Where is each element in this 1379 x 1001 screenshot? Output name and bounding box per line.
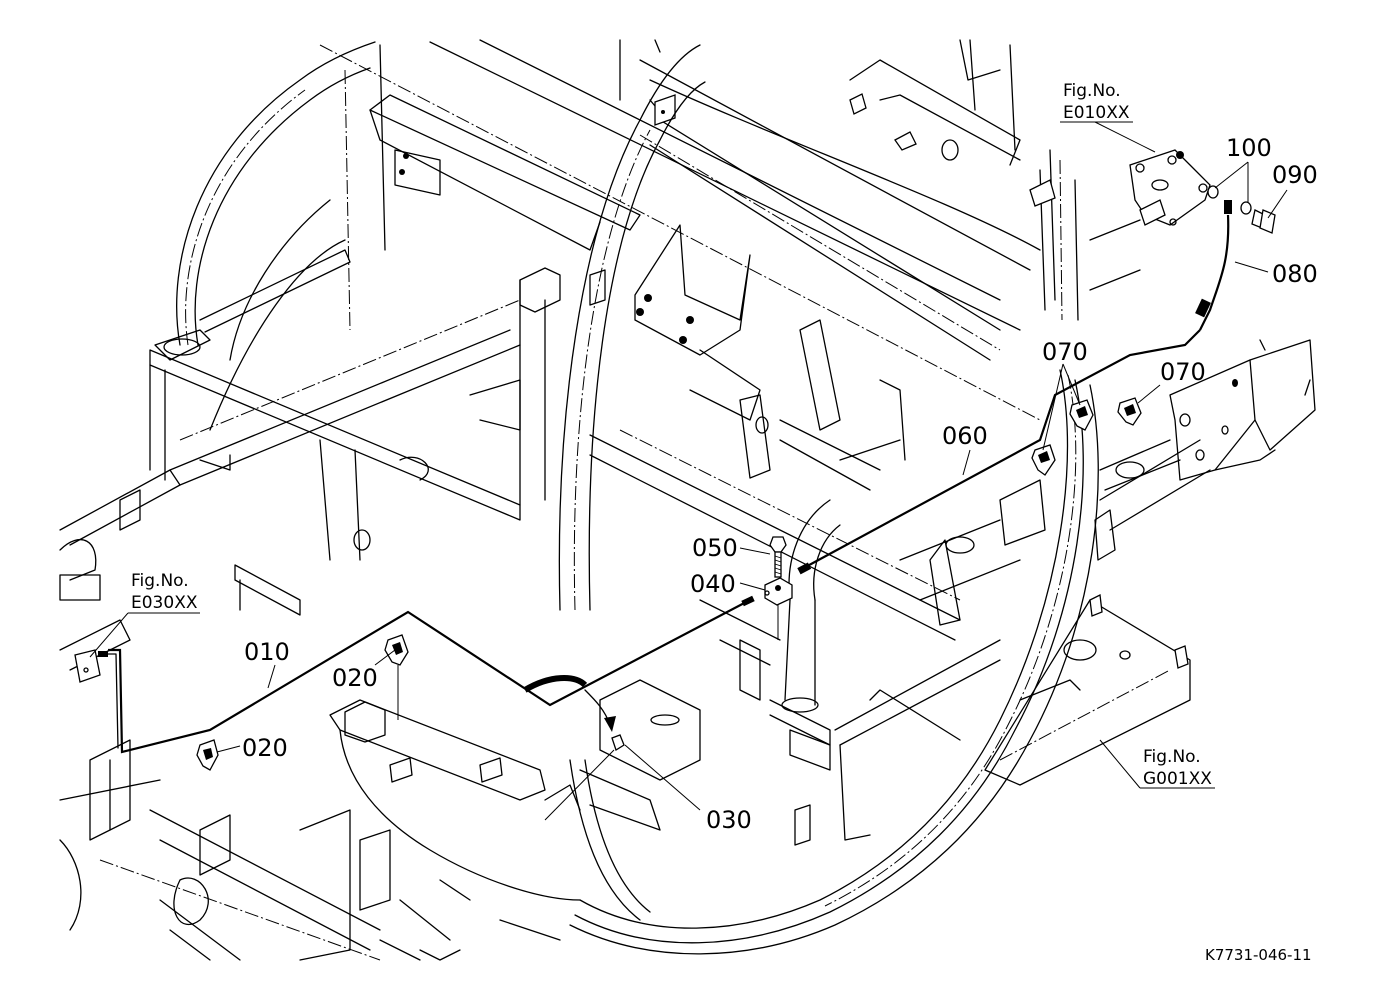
callout-070-left[interactable]: 070 xyxy=(1042,338,1088,366)
joint-block-040 xyxy=(764,577,793,640)
fig-ref-e030xx-label: Fig.No. xyxy=(131,571,189,591)
vehicle-frame-drawing xyxy=(59,39,1316,961)
cab-rear-beam xyxy=(319,39,1041,421)
pipe-clip-070-c xyxy=(1117,397,1142,426)
callout-050[interactable]: 050 xyxy=(692,534,738,562)
callout-070-right[interactable]: 070 xyxy=(1160,358,1206,386)
rear-right-bracket xyxy=(1099,339,1316,491)
left-rops-hoop xyxy=(154,41,386,431)
washer-100b xyxy=(1240,201,1252,215)
callout-020-upper[interactable]: 020 xyxy=(332,664,378,692)
pipe-clip-070-a xyxy=(1031,444,1056,476)
callout-030[interactable]: 030 xyxy=(706,806,752,834)
fig-ref-g001xx-label: Fig.No. xyxy=(1143,747,1201,767)
master-cylinder xyxy=(1129,149,1211,226)
brake-pipe-060 xyxy=(797,329,1201,575)
callout-010[interactable]: 010 xyxy=(244,638,290,666)
callout-040[interactable]: 040 xyxy=(690,570,736,598)
center-rops-hoop xyxy=(558,39,706,611)
floor-plate xyxy=(899,439,1211,786)
fitting-030 xyxy=(544,734,625,821)
fig-ref-e010xx-label: Fig.No. xyxy=(1063,81,1121,101)
fig-ref-e030xx-code[interactable]: E030XX xyxy=(131,593,198,613)
fig-ref-g001xx-code[interactable]: G001XX xyxy=(1143,769,1212,789)
brake-pipe-010 xyxy=(74,595,755,754)
left-lower-frame xyxy=(59,299,521,616)
callout-080[interactable]: 080 xyxy=(1272,260,1318,288)
callout-090[interactable]: 090 xyxy=(1272,161,1318,189)
fig-ref-e010xx-code[interactable]: E010XX xyxy=(1063,103,1130,123)
callout-060[interactable]: 060 xyxy=(942,422,988,450)
pipe-clip-070-b xyxy=(1069,399,1094,431)
leader-lines xyxy=(89,121,1288,811)
rotation-arrow-icon xyxy=(523,675,616,732)
right-rops-hoop xyxy=(569,369,1099,955)
pipe-clip-020-upper xyxy=(384,634,409,720)
brake-hose-080 xyxy=(1195,200,1232,331)
document-id: K7731-046-11 xyxy=(1205,946,1312,964)
bolt-050 xyxy=(769,536,787,578)
callout-100[interactable]: 100 xyxy=(1226,134,1272,162)
pipe-clip-020-lower xyxy=(196,739,219,771)
front-lower-assembly xyxy=(59,619,581,961)
lower-center-structure xyxy=(379,599,781,961)
seat-bracket xyxy=(519,224,761,506)
right-upper-structure xyxy=(849,39,1141,321)
washer-100a xyxy=(1207,185,1219,199)
callout-020-lower[interactable]: 020 xyxy=(242,734,288,762)
